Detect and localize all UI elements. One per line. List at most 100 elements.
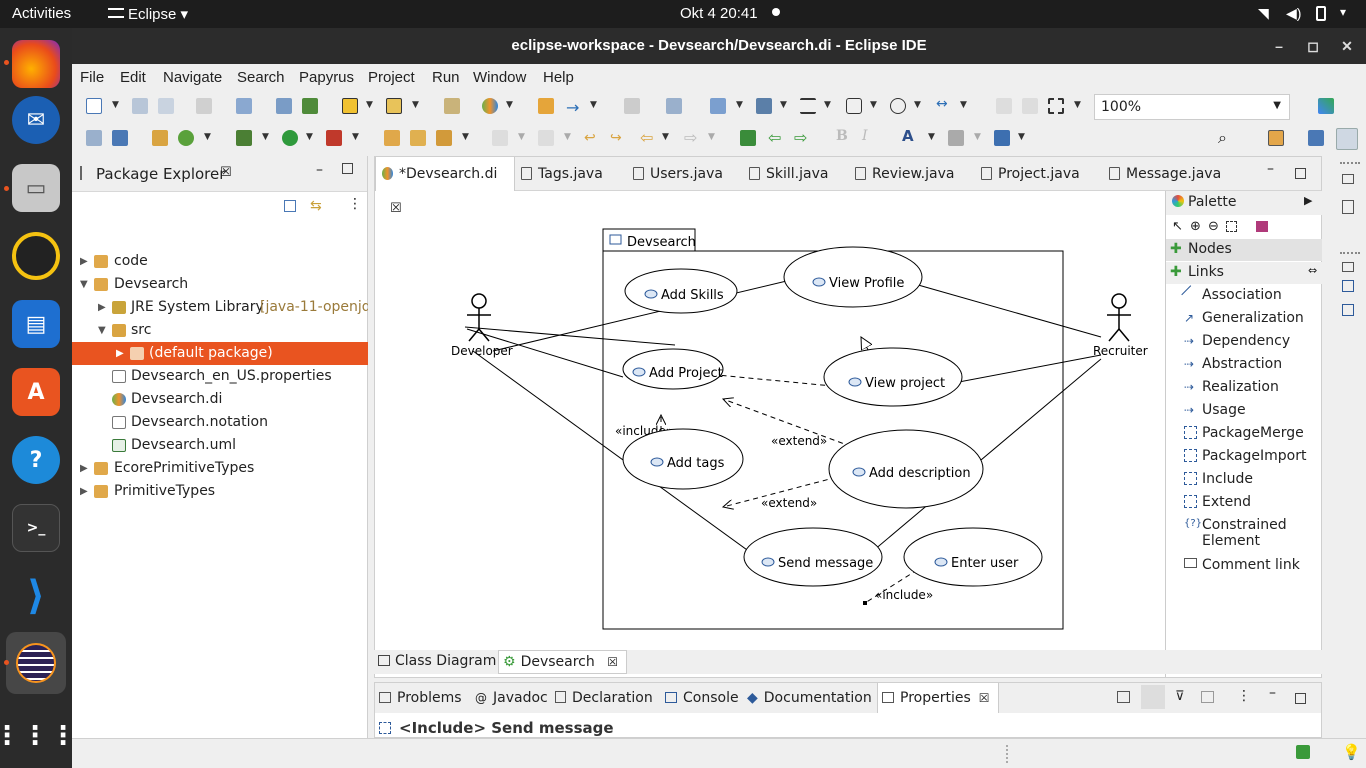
minimize-view-icon[interactable]: – (316, 162, 323, 178)
close-window-button[interactable]: ✕ (1341, 38, 1353, 54)
filter-icon[interactable]: ⊽ (1175, 689, 1185, 704)
hierarchy-icon[interactable] (276, 98, 292, 114)
palette-realization[interactable]: ⇢Realization (1166, 377, 1322, 400)
arrange-icon[interactable] (666, 98, 682, 114)
palette-association[interactable]: Association (1166, 285, 1322, 308)
terminal-icon[interactable]: >_ (12, 504, 60, 552)
tree-item-properties-file[interactable]: Devsearch_en_US.properties (72, 365, 368, 388)
refresh-icon[interactable] (538, 98, 554, 114)
palette-package-merge[interactable]: PackageMerge (1166, 423, 1322, 446)
software-center-icon[interactable]: A (12, 368, 60, 416)
tab-console[interactable]: Console (665, 683, 739, 713)
close-view-icon[interactable]: ☒ (220, 165, 232, 180)
palette-section-links[interactable]: ✚ Links ⇔ (1166, 262, 1322, 284)
tree-item-devsearch[interactable]: ▼ Devsearch (72, 273, 368, 296)
menu-run[interactable]: Run (432, 69, 460, 86)
model-explorer-icon[interactable] (1342, 280, 1354, 292)
palette-header[interactable]: Palette ▶ (1166, 191, 1322, 215)
filter-icon[interactable] (846, 98, 862, 114)
pointer-tool-icon[interactable]: ↖ (1172, 219, 1183, 234)
palette-include[interactable]: Include (1166, 469, 1322, 492)
zoom-out-tool-icon[interactable]: ⊖ (1208, 219, 1219, 234)
select-icon[interactable] (236, 98, 252, 114)
line-color-icon[interactable] (994, 130, 1010, 146)
perspective-icon[interactable] (1318, 98, 1334, 114)
zoom-select[interactable]: 100% ▼ (1094, 94, 1290, 120)
view-menu-icon[interactable]: ⋮ (348, 196, 362, 212)
font-color-icon[interactable]: A (902, 127, 914, 145)
arrow-right-icon[interactable]: → (566, 98, 580, 117)
maximize-view-icon[interactable] (1295, 693, 1306, 704)
progress-icon[interactable] (1296, 745, 1310, 759)
clock[interactable]: Okt 4 20:41 (680, 5, 758, 22)
firefox-icon[interactable] (12, 40, 60, 88)
papyrus-icon[interactable] (482, 98, 498, 114)
distribute-icon[interactable] (756, 98, 772, 114)
libreoffice-writer-icon[interactable]: ▤ (12, 300, 60, 348)
fill-color-icon[interactable] (948, 130, 964, 146)
close-tab-icon[interactable]: ☒ (390, 201, 402, 216)
wifi-icon[interactable]: ◥ (1258, 5, 1269, 21)
palette-package-import[interactable]: PackageImport (1166, 446, 1322, 469)
resize-icon[interactable]: ↔ (936, 96, 948, 112)
run-icon[interactable] (282, 130, 298, 146)
use-case-add-skills[interactable]: Add Skills (624, 268, 738, 314)
marquee-tool-icon[interactable] (1226, 221, 1237, 232)
next-annotation-icon[interactable] (538, 130, 554, 146)
new-icon[interactable] (86, 98, 102, 114)
palette-usage[interactable]: ⇢Usage (1166, 400, 1322, 423)
palette-constrained-element[interactable]: {?}Constrained Element (1166, 515, 1322, 555)
show-categories-icon[interactable] (1141, 685, 1165, 709)
use-case-add-description[interactable]: Add description (828, 429, 984, 509)
link-with-editor-icon[interactable]: ⇆ (310, 198, 322, 214)
edit-icon[interactable] (196, 98, 212, 114)
menu-help[interactable]: Help (543, 69, 574, 86)
use-case-view-project[interactable]: View project (823, 347, 963, 407)
system-menu-chevron-icon[interactable]: ▾ (1340, 5, 1347, 19)
actor-recruiter[interactable] (1107, 293, 1131, 342)
menu-window[interactable]: Window (473, 69, 527, 86)
snap-icon[interactable] (996, 98, 1012, 114)
palette-generalization[interactable]: ↗Generalization (1166, 308, 1322, 331)
grid-icon[interactable] (1022, 98, 1038, 114)
menu-file[interactable]: File (80, 69, 105, 86)
search-icon[interactable]: ⌕ (1218, 128, 1227, 147)
link-icon[interactable] (302, 98, 318, 114)
tab-project-java[interactable]: Project.java (981, 157, 1080, 191)
align-icon[interactable] (710, 98, 726, 114)
italic-icon[interactable]: I (862, 128, 868, 144)
menu-project[interactable]: Project (368, 69, 415, 86)
outline-icon[interactable] (1342, 304, 1354, 316)
minimize-view-icon[interactable]: – (1269, 685, 1276, 701)
external-tools-icon[interactable] (326, 130, 342, 146)
tab-devsearch-di[interactable]: *Devsearch.di ☒ (375, 157, 515, 216)
papyrus-perspective-icon[interactable] (1336, 128, 1358, 150)
tree-item-default-package[interactable]: ▶ (default package) (72, 342, 368, 365)
open-perspective-icon[interactable] (1268, 130, 1284, 146)
bold-icon[interactable]: B (836, 128, 848, 144)
restore-icon[interactable] (1342, 174, 1354, 184)
use-case-diagram-canvas[interactable]: Devsearch (375, 191, 1165, 677)
restore-icon[interactable] (1342, 262, 1354, 272)
tree-item-jre-library[interactable]: ▶ JRE System Library [java-11-openjdk (72, 296, 368, 319)
use-case-view-profile[interactable]: View Profile (783, 246, 923, 308)
tab-skill-java[interactable]: Skill.java (749, 157, 828, 191)
app-menu-button[interactable]: Eclipse ▾ (108, 5, 188, 23)
close-tab-icon[interactable]: ☒ (607, 655, 618, 669)
actor-developer[interactable] (467, 293, 491, 342)
maximize-button[interactable]: ◻ (1307, 38, 1319, 54)
open-type-icon[interactable] (384, 130, 400, 146)
save-icon[interactable] (132, 98, 148, 114)
copy-format-icon[interactable] (624, 98, 640, 114)
palette-section-nodes[interactable]: ✚ Nodes (1166, 239, 1322, 261)
restore-defaults-icon[interactable] (1201, 691, 1214, 703)
save-all-icon[interactable] (158, 98, 174, 114)
collapse-all-icon[interactable] (284, 200, 296, 212)
forward-icon[interactable]: ⇨ (684, 128, 698, 147)
palette-abstraction[interactable]: ⇢Abstraction (1166, 354, 1322, 377)
tab-users-java[interactable]: Users.java (633, 157, 723, 191)
line-style-icon[interactable] (800, 98, 816, 114)
maximize-view-icon[interactable] (342, 163, 353, 174)
debug-icon[interactable] (236, 130, 252, 146)
tab-tags-java[interactable]: Tags.java (521, 157, 603, 191)
